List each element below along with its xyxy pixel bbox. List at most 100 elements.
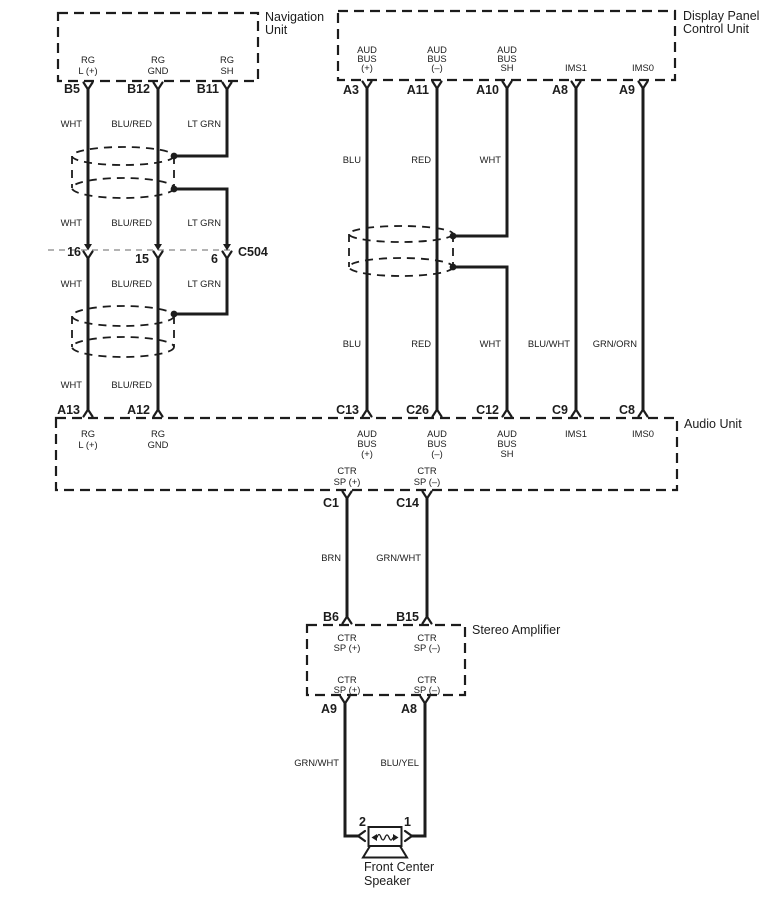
display-unit-title: Display Panel: [683, 9, 759, 23]
connector-pin-15: 15: [135, 252, 149, 266]
cable-shield-icon-left-lower: [71, 305, 178, 358]
fork-icon: [361, 407, 373, 418]
wire-label: WHT: [61, 278, 83, 289]
fork-icon: [421, 490, 433, 501]
pin-signal: SP (+): [334, 684, 361, 695]
pin-signal: AUD: [497, 428, 517, 439]
wire-label: BLU/RED: [111, 278, 152, 289]
fork-icon: [82, 407, 94, 418]
connector-arrow-icon: [84, 244, 92, 251]
wire-lt-grn-shield: [172, 87, 229, 316]
audio-unit-title: Audio Unit: [684, 417, 742, 431]
stereo-amplifier-box: [305, 623, 467, 697]
pin-signal: (–): [431, 62, 442, 73]
pin-signal: GND: [148, 439, 169, 450]
pin-signal: BUS: [497, 438, 516, 449]
pin-id-c1: C1: [323, 496, 339, 510]
junction-dot: [170, 310, 178, 318]
wire-label: BLU/YEL: [380, 757, 419, 768]
speaker-title: Front Center: [364, 860, 434, 874]
wire-label: GRN/WHT: [376, 552, 421, 563]
pin-id-a12: A12: [127, 403, 150, 417]
pin-signal: SP (–): [414, 684, 440, 695]
pin-signal: AUD: [357, 44, 377, 55]
fork-icon: [221, 81, 233, 92]
pin-signal: SP (–): [414, 476, 440, 487]
wires: [86, 87, 645, 838]
speaker-pin-1: 1: [404, 815, 411, 829]
speaker-cone: [361, 845, 409, 859]
fork-icon: [501, 407, 513, 418]
connector-pin-16: 16: [67, 245, 81, 259]
fork-icon: [152, 407, 164, 418]
speaker-terminal-icon: [403, 829, 414, 843]
fork-icon: [82, 250, 94, 261]
pin-signal: SH: [220, 65, 233, 76]
wire-label: BLU: [343, 338, 361, 349]
wire-label: LT GRN: [187, 278, 221, 289]
pin-signal: SH: [500, 448, 513, 459]
audio-unit-box: [54, 416, 679, 492]
cable-shield-icon-left-upper: [71, 146, 178, 199]
pin-signal: CTR: [337, 674, 356, 685]
stereo-amplifier-pin-labels: B6 B15 CTR SP (+) CTR SP (–) CTR SP (+) …: [321, 610, 440, 716]
connector-arrow-icon: [223, 244, 231, 251]
speaker-pin-2: 2: [359, 815, 366, 829]
wire-grn-wht-speaker: [343, 702, 360, 838]
fork-icon: [419, 695, 431, 706]
pin-signal: BUS: [497, 53, 516, 64]
pin-signal: BUS: [427, 438, 446, 449]
fork-icon: [431, 80, 443, 91]
wire-label: BLU/RED: [111, 217, 152, 228]
pin-id-b12: B12: [127, 82, 150, 96]
pin-id-c13: C13: [336, 403, 359, 417]
pin-signal: SP (+): [334, 476, 361, 487]
cable-shield-icon-right: [348, 225, 457, 277]
display-unit-pin-labels: AUD BUS (+) AUD BUS (–) AUD BUS SH IMS1 …: [343, 44, 654, 97]
pin-id-c8: C8: [619, 403, 635, 417]
connector-arrow-icon: [154, 244, 162, 251]
wire-label: GRN/WHT: [294, 757, 339, 768]
pin-id-a13: A13: [57, 403, 80, 417]
navigation-unit-pin-labels: RG L (+) RG GND RG SH B5 B12 B11: [64, 54, 234, 96]
pin-signal: AUD: [427, 428, 447, 439]
pin-signal: AUD: [497, 44, 517, 55]
stereo-amplifier-title: Stereo Amplifier: [472, 623, 560, 637]
wire-label: GRN/ORN: [593, 338, 637, 349]
wire-label: WHT: [480, 338, 502, 349]
junction-dot: [170, 152, 178, 160]
pin-signal: RG: [151, 428, 165, 439]
pin-id-a10: A10: [476, 83, 499, 97]
front-center-speaker-icon: 2 1 Front Center Speaker: [356, 815, 434, 888]
pin-signal: RG: [81, 428, 95, 439]
fork-icon: [570, 80, 582, 91]
pin-id-a3: A3: [343, 83, 359, 97]
pin-id-c12: C12: [476, 403, 499, 417]
pin-signal: SH: [500, 62, 513, 73]
pin-id-a9: A9: [619, 83, 635, 97]
pin-id-c26: C26: [406, 403, 429, 417]
wire-label: RED: [411, 154, 431, 165]
wire-blu-yel-speaker: [410, 702, 427, 838]
shield-side: [71, 156, 175, 188]
display-unit-title-2: Control Unit: [683, 22, 750, 36]
pin-id-amp-a8: A8: [401, 702, 417, 716]
connector-label: C504: [238, 245, 268, 259]
pin-signal: BUS: [357, 438, 376, 449]
pin-id-b11: B11: [197, 82, 219, 96]
navigation-unit-title-2: Unit: [265, 23, 288, 37]
wire-label: BLU/RED: [111, 379, 152, 390]
wire-label: WHT: [61, 217, 83, 228]
coil-arrow-icon: [371, 834, 377, 841]
fork-icon: [82, 81, 94, 92]
pin-signal: CTR: [337, 632, 356, 643]
fork-icon: [431, 407, 443, 418]
pin-id-a8: A8: [552, 83, 568, 97]
pin-id-a11: A11: [407, 83, 429, 97]
fork-icon: [637, 407, 649, 418]
pin-signal: AUD: [427, 44, 447, 55]
pin-signal: BUS: [427, 53, 446, 64]
junction-dot: [170, 185, 178, 193]
pin-id-b15: B15: [396, 610, 419, 624]
shield-side: [71, 316, 175, 347]
